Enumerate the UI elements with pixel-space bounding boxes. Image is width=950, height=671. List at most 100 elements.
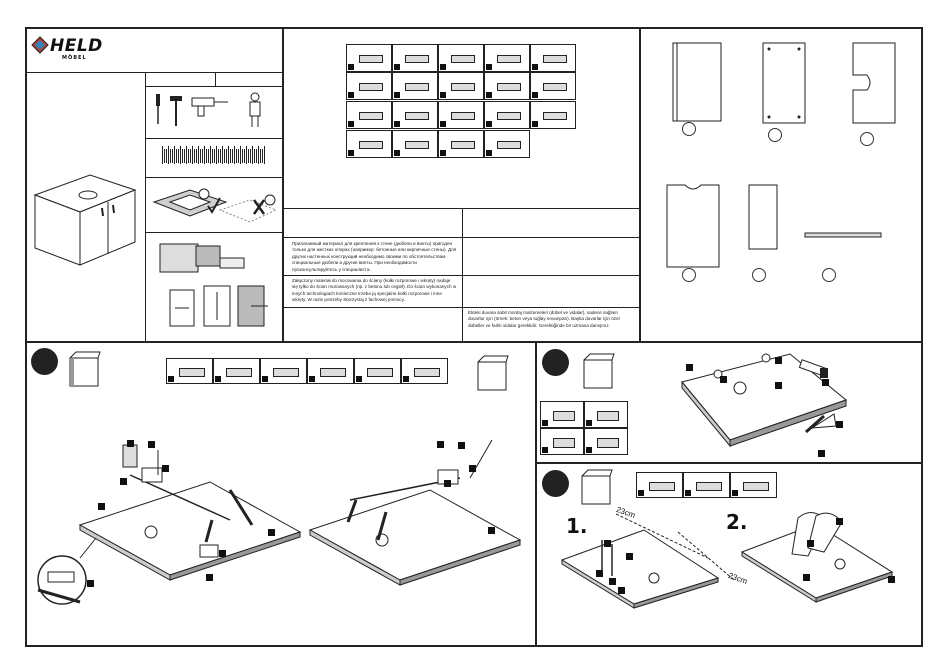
hardware-part-cell bbox=[530, 101, 576, 129]
step-2-assembly-drawing bbox=[681, 353, 848, 448]
hardware-part-icon bbox=[451, 55, 475, 63]
step-part-marker bbox=[403, 376, 409, 382]
drill-icon bbox=[191, 97, 228, 117]
hardware-strip-bar bbox=[232, 149, 233, 163]
hardware-strip-bar bbox=[248, 149, 249, 163]
warning-text-ru: Прилагаемый материал для крепления к сте… bbox=[292, 241, 457, 272]
hardware-strip-bar bbox=[180, 146, 181, 164]
step-2-badge bbox=[542, 349, 569, 376]
step-part-cell bbox=[540, 401, 584, 428]
part-callout-marker bbox=[469, 465, 476, 472]
step-part-marker bbox=[685, 490, 691, 496]
grid-divider-horizontal bbox=[25, 341, 923, 343]
hardware-part-icon bbox=[451, 112, 475, 120]
part-callout-marker bbox=[219, 550, 226, 557]
warning-line-3 bbox=[282, 275, 639, 276]
part-callout-marker bbox=[437, 441, 444, 448]
hardware-part-icon bbox=[497, 55, 521, 63]
surface-check-drawing bbox=[152, 188, 278, 223]
hardware-strip-bar bbox=[230, 149, 231, 163]
step-3-cabinet-thumb bbox=[581, 469, 613, 505]
part-callout-marker bbox=[609, 578, 616, 585]
hardware-part-cell bbox=[346, 72, 392, 100]
hardware-strip-bar bbox=[220, 149, 221, 163]
warning-text-tr: Ekteki duvara sabit montaj malzemeleri (… bbox=[468, 310, 620, 328]
hardware-divider bbox=[145, 177, 282, 178]
hardware-part-cell bbox=[392, 44, 438, 72]
hardware-strip-bar bbox=[166, 149, 167, 163]
step-2-cabinet-thumb bbox=[583, 353, 615, 389]
hardware-part-icon bbox=[359, 112, 383, 120]
step-part-cell bbox=[260, 358, 307, 384]
warning-column-divider bbox=[462, 208, 463, 341]
part-callout-marker bbox=[686, 364, 693, 371]
part-callout-marker bbox=[626, 553, 633, 560]
hardware-part-cell bbox=[484, 130, 530, 158]
part-callout-marker bbox=[822, 379, 829, 386]
panel-count-5 bbox=[752, 268, 766, 282]
hardware-part-marker bbox=[532, 121, 538, 127]
hardware-strip-bar bbox=[218, 149, 219, 163]
hardware-part-cell bbox=[438, 72, 484, 100]
hardware-part-marker bbox=[348, 121, 354, 127]
step-part-marker bbox=[586, 447, 592, 453]
part-callout-marker bbox=[206, 574, 213, 581]
hardware-part-cell bbox=[392, 101, 438, 129]
hardware-strip-drawing bbox=[162, 146, 265, 164]
hardware-strip-bar bbox=[184, 149, 185, 163]
hardware-strip-bar bbox=[172, 149, 173, 163]
part-callout-marker bbox=[604, 540, 611, 547]
part-callout-marker bbox=[807, 540, 814, 547]
step-part-icon bbox=[179, 368, 205, 377]
step-3-assembly-drawing bbox=[560, 512, 894, 609]
part-callout-marker bbox=[162, 465, 169, 472]
part-callout-marker bbox=[488, 527, 495, 534]
frown-icon bbox=[264, 194, 276, 206]
hardware-strip-bar bbox=[170, 149, 171, 163]
hardware-strip-bar bbox=[244, 149, 245, 163]
hardware-strip-bar bbox=[252, 146, 253, 164]
hammer-icon bbox=[170, 96, 182, 126]
hardware-part-marker bbox=[394, 121, 400, 127]
hardware-strip-bar bbox=[246, 146, 247, 164]
hardware-strip-bar bbox=[206, 149, 207, 163]
step-1-badge bbox=[31, 348, 58, 375]
hardware-strip-bar bbox=[260, 149, 261, 163]
part-callout-marker bbox=[458, 442, 465, 449]
hardware-part-icon bbox=[359, 55, 383, 63]
panel-count-3 bbox=[860, 132, 874, 146]
hardware-part-cell bbox=[346, 101, 392, 129]
step-part-icon bbox=[743, 482, 769, 491]
hardware-strip-bar bbox=[208, 149, 209, 163]
part-callout-marker bbox=[596, 570, 603, 577]
step-part-cell bbox=[540, 428, 584, 455]
part-callout-marker bbox=[444, 480, 451, 487]
hardware-strip-bar bbox=[254, 149, 255, 163]
hardware-part-icon bbox=[543, 83, 567, 91]
part-callout-marker bbox=[120, 478, 127, 485]
step-part-cell bbox=[401, 358, 448, 384]
hardware-part-cell bbox=[346, 44, 392, 72]
check-icon bbox=[207, 197, 221, 214]
step-part-marker bbox=[586, 420, 592, 426]
part-callout-marker bbox=[836, 421, 843, 428]
hardware-part-marker bbox=[532, 92, 538, 98]
part-callout-marker bbox=[98, 503, 105, 510]
part-callout-marker bbox=[618, 587, 625, 594]
hinge-adjustment-drawing bbox=[159, 243, 268, 327]
hardware-strip-bar bbox=[174, 146, 175, 164]
hardware-part-cell bbox=[438, 130, 484, 158]
hardware-strip-bar bbox=[238, 149, 239, 163]
hardware-strip-bar bbox=[162, 146, 163, 164]
hardware-strip-bar bbox=[242, 149, 243, 163]
hardware-strip-bar bbox=[198, 146, 199, 164]
hardware-part-cell bbox=[392, 130, 438, 158]
sheet-frame bbox=[25, 27, 923, 647]
person-icon bbox=[249, 92, 261, 127]
step-part-marker bbox=[168, 376, 174, 382]
part-callout-marker bbox=[888, 576, 895, 583]
step-part-icon bbox=[414, 368, 440, 377]
hardware-strip-bar bbox=[176, 149, 177, 163]
cross-icon bbox=[252, 199, 266, 215]
